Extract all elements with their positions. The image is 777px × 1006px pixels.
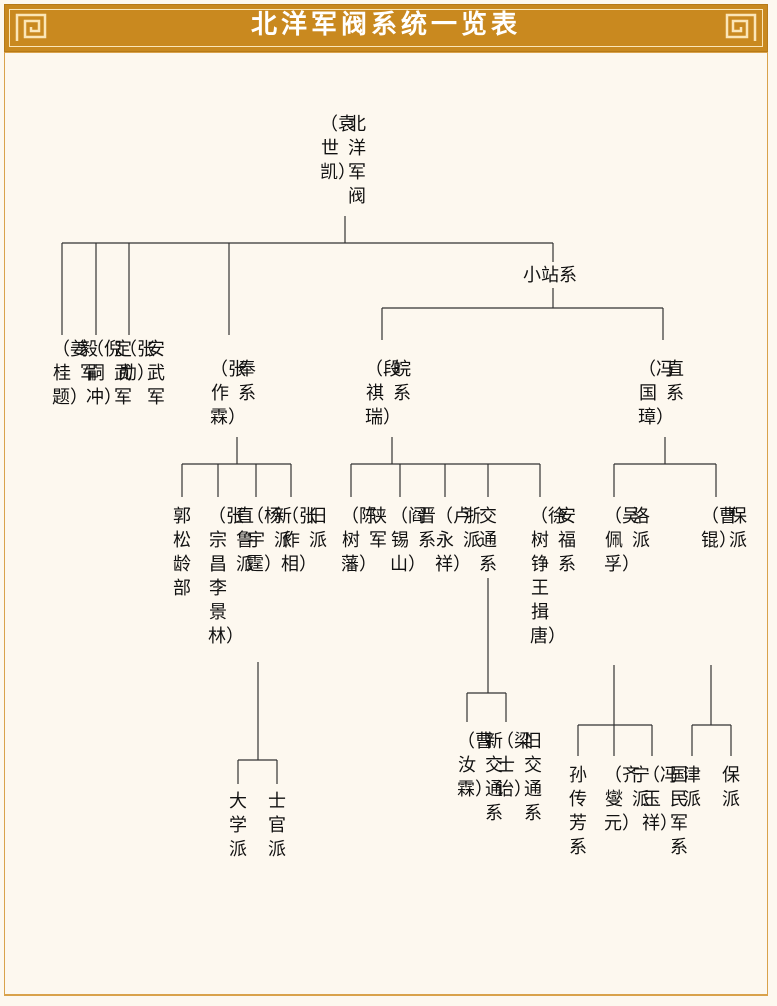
node-jin-pai: 津 派 — [682, 764, 702, 812]
node-leader: （冯国璋） — [638, 358, 658, 430]
node-name: 晋 系 — [417, 505, 437, 577]
node-bao-pai: 保 派 （曹 锟） — [701, 505, 748, 553]
node-leader: （杨宇霆） — [246, 505, 266, 577]
node-name: 交通系 — [478, 505, 498, 577]
node-leader: （徐树铮 王揖唐） — [530, 505, 550, 649]
node-name: 皖 系 — [392, 358, 412, 430]
node-jiaotong-xi: 交通系 — [478, 505, 498, 577]
node-wan-xi: 皖 系 （段祺瑞） — [365, 358, 412, 430]
node-leader: （冯玉祥） — [642, 764, 662, 860]
node-name: 陕 军 — [368, 505, 388, 577]
node-name: 孙传芳系 — [568, 764, 588, 860]
node-leader: （张宗昌 李景林） — [208, 505, 228, 649]
node-leader: （姜桂题） — [52, 338, 72, 410]
node-leader: （卢永祥） — [435, 505, 455, 577]
node-leader: （梁士诒） — [496, 730, 516, 826]
node-name: 士官派 — [267, 790, 287, 862]
node-leader: （吴佩孚） — [604, 505, 624, 577]
node-name: 奉 系 — [237, 358, 257, 430]
node-leader: （陈树藩） — [341, 505, 361, 577]
node-name: 旧交通系 — [523, 730, 543, 826]
node-beiyang-root: 北洋军阀 （袁世凯） — [320, 113, 367, 209]
node-leader: （张作霖） — [210, 358, 230, 430]
node-name: 津 派 — [682, 764, 702, 812]
node-jin-xi: 晋 系 （阎锡山） — [390, 505, 437, 577]
node-anfu-xi: 安福系 （徐树铮 王揖唐） — [530, 505, 577, 649]
node-daxue-pai: 大学派 — [228, 790, 248, 862]
node-name: 保 派 — [721, 764, 741, 812]
node-name: 直 系 — [665, 358, 685, 430]
node-jiu-pai: 旧 派 （张作相） — [281, 505, 328, 577]
node-shaan-jun: 陕 军 （陈树藩） — [341, 505, 388, 577]
node-leader: （曹汝霖） — [457, 730, 477, 826]
node-name: 安武军 — [146, 338, 166, 410]
node-leader: （曹 锟） — [701, 505, 721, 553]
node-name: 北洋军阀 — [347, 113, 367, 209]
node-leader: （阎锡山） — [390, 505, 410, 577]
node-name: 郭松龄部 — [172, 505, 192, 601]
node-leader: （齐燮元） — [604, 764, 624, 836]
node-zhe-pai: 浙 派 （卢永祥） — [435, 505, 482, 577]
node-name: 旧 派 — [308, 505, 328, 577]
node-guo-songling: 郭松龄部 — [172, 505, 192, 601]
node-leader: （段祺瑞） — [365, 358, 385, 430]
node-zhi-xi: 直 系 （冯国璋） — [638, 358, 685, 430]
node-leader: （张 勋） — [119, 338, 139, 410]
node-name: 大学派 — [228, 790, 248, 862]
node-leader: （倪嗣冲） — [86, 338, 106, 410]
node-luo-pai: 洛 派 （吴佩孚） — [604, 505, 651, 577]
node-leader: （张作相） — [281, 505, 301, 577]
node-leader: （袁世凯） — [320, 113, 340, 209]
node-feng-xi: 奉 系 （张作霖） — [210, 358, 257, 430]
node-anwu-jun: 安武军 （张 勋） — [119, 338, 166, 410]
node-name: 安福系 — [557, 505, 577, 649]
node-shiguan-pai: 士官派 — [267, 790, 287, 862]
node-bao-pai-sub: 保 派 — [721, 764, 741, 812]
node-xiaozhan: 小站系 — [523, 264, 577, 288]
node-sun-chuanfang-xi: 孙传芳系 — [568, 764, 588, 860]
node-jiu-jiaotong-xi: 旧交通系 （梁士诒） — [496, 730, 543, 826]
node-name: 保 派 — [728, 505, 748, 553]
node-name: 洛 派 — [631, 505, 651, 577]
